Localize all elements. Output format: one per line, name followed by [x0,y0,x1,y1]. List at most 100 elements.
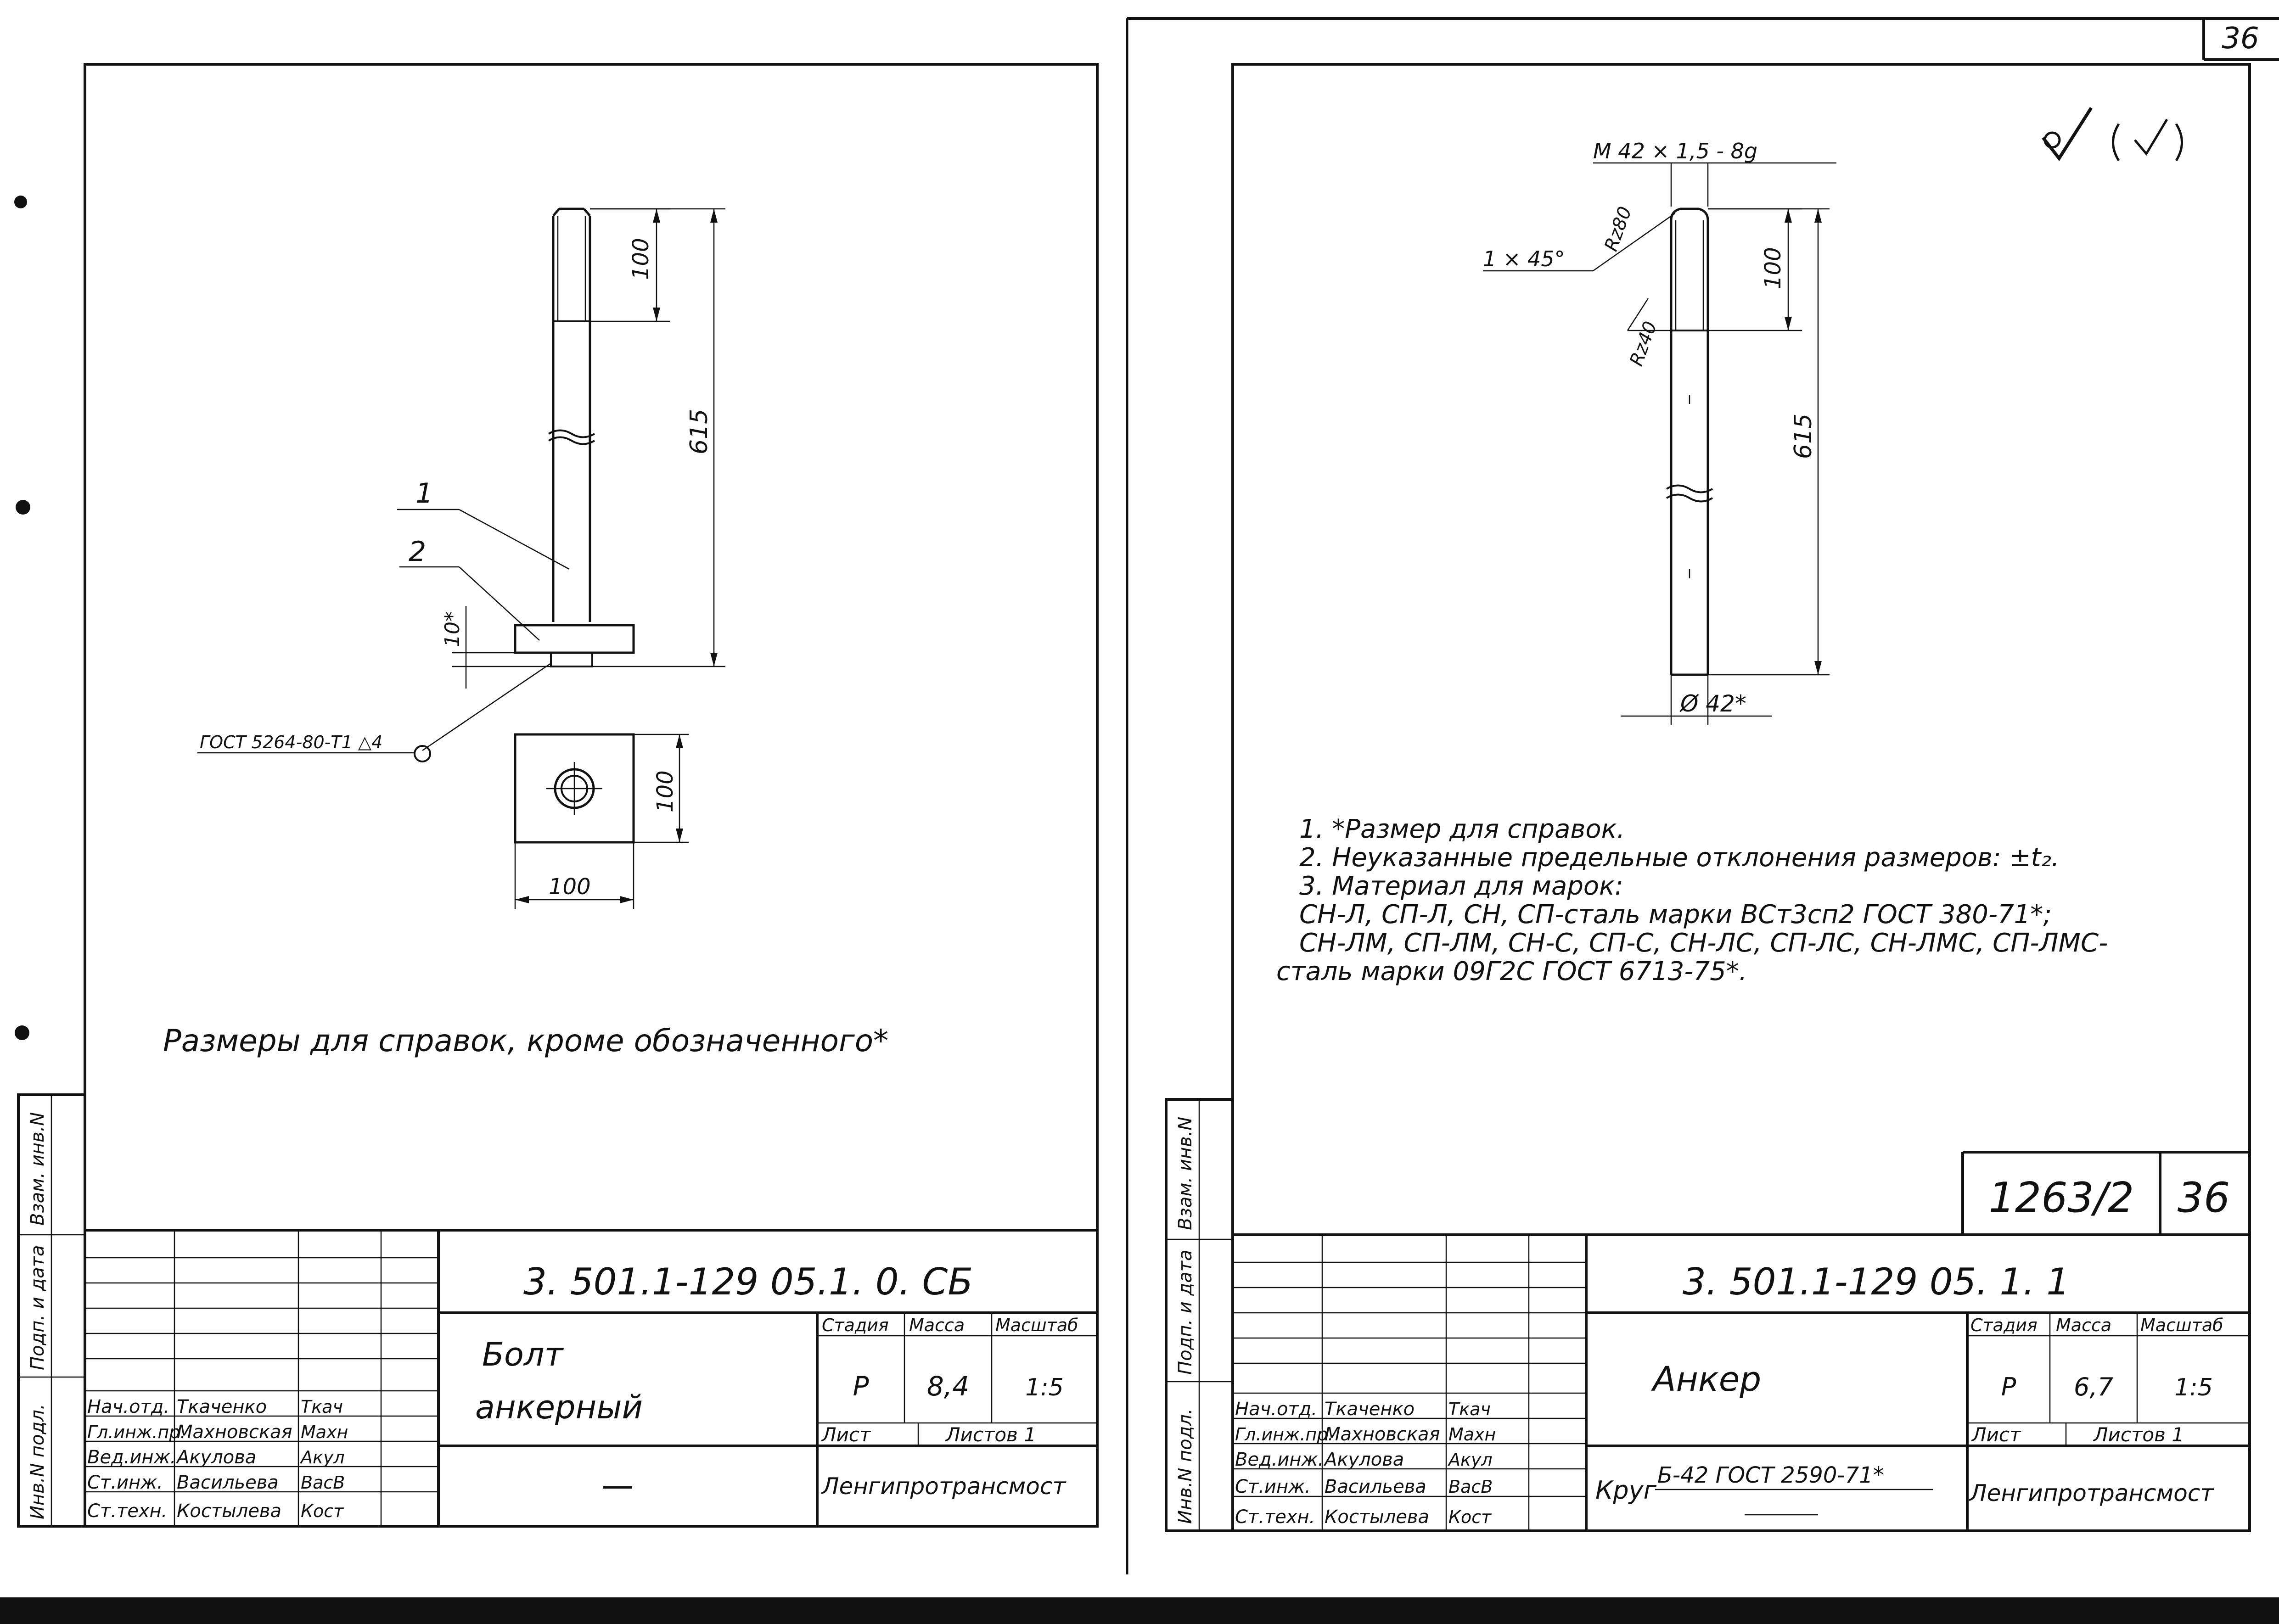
right-stage: Р [2001,1372,2016,1401]
left-h-mass: Масса [909,1315,965,1335]
side-inv-podl: Инв.N подл. [27,1404,48,1519]
note-3: 3. Материал для марок: [1299,871,1623,901]
dim-length-615: 615 [685,409,713,454]
left-title-block: 3. 501.1-129 05.1. 0. СБ Болт анкерный —… [85,1229,1097,1527]
right-sheets-label: Листов 1 [2093,1423,2184,1446]
left-name-2: Акулова [175,1447,256,1468]
left-doc-code: 3. 501.1-129 05.1. 0. СБ [523,1260,973,1303]
note-4: СН-Л, СП-Л, СН, СП-сталь марки ВСт3сп2 Г… [1299,900,2052,930]
technical-notes: 1. *Размер для справок. 2. Неуказанные п… [1276,814,2108,986]
right-role-4: Ст.техн. [1235,1506,1315,1528]
thread-spec: М 42 × 1,5 - 8g [1593,139,1757,163]
right-org: Ленгипротрансмост [1969,1480,2214,1506]
left-role-4: Ст.техн. [87,1501,167,1522]
left-mass: 8,4 [927,1371,969,1402]
left-name-4: Костылева [177,1501,281,1522]
left-note: Размеры для справок, кроме обозначенного… [163,1023,888,1058]
right-name-4: Костылева [1325,1506,1429,1528]
left-sign-3: ВасВ [301,1473,345,1493]
anchor-drawing: М 42 × 1,5 - 8g 1 × 45° Rz80 Rz40 100 61… [1483,139,1836,725]
dim-thread-100: 100 [1760,247,1786,289]
right-sign-4: Кост [1448,1507,1492,1527]
dim-diameter: Ø 42* [1679,690,1746,717]
left-sign-4: Кост [301,1501,344,1521]
right-title: Анкер [1651,1360,1761,1399]
page-number: 36 [2222,22,2259,56]
left-material: — [601,1467,634,1504]
left-name-3: Васильева [177,1472,279,1493]
right-h-scale: Масштаб [2140,1315,2223,1335]
side-vzam-inv: Взам. инв.N [1175,1117,1196,1230]
left-sign-0: Ткач [301,1397,343,1417]
right-sign-2: Акул [1447,1450,1493,1470]
position-1: 1 [415,477,433,510]
left-scale: 1:5 [1025,1374,1064,1401]
note-1: 1. *Размер для справок. [1299,814,1625,844]
binding-holes [14,196,30,1040]
page-number-box: 36 [1127,17,2279,61]
left-side-strip: Взам. инв.N Подп. и дата Инв.N подл. [17,1093,86,1528]
roughness-text: √ (√) [2277,8,2279,10]
roughness-rz40: Rz40 [1626,319,1661,369]
side-podp-data: Подп. и дата [1175,1250,1196,1375]
box-num: 36 [2178,1174,2230,1222]
right-name-2: Акулова [1323,1449,1404,1470]
right-role-0: Нач.отд. [1235,1399,1317,1420]
left-name-0: Ткаченко [177,1396,267,1417]
left-sign-1: Махн [301,1422,348,1442]
right-sign-0: Ткач [1448,1399,1491,1419]
right-doc-code: 3. 501.1-129 05. 1. 1 [1683,1260,2070,1303]
left-title-l1: Болт [482,1336,564,1373]
side-vzam-inv: Взам. инв.N [27,1112,48,1226]
side-inv-podl: Инв.N подл. [1175,1408,1196,1524]
left-sign-2: Акул [299,1447,345,1467]
roughness-mark: √ (√) [2042,8,2279,162]
note-2: 2. Неуказанные предельные отклонения раз… [1299,843,2060,873]
right-role-3: Ст.инж. [1235,1476,1311,1497]
right-title-block: 1263/2 36 3. 501.1-129 0 [1233,1151,2250,1531]
left-sheet: Взам. инв.N Подп. и дата Инв.N подл. [17,63,1099,1528]
scan-bottom-band [0,1597,2279,1624]
left-role-1: Гл.инж.пр. [87,1422,185,1442]
left-org: Ленгипротрансмост [821,1473,1067,1500]
dim-plate-h: 100 [652,770,678,812]
chamfer: 1 × 45° [1483,246,1565,271]
right-sheet-label: Лист [1971,1423,2021,1446]
left-sheets-label: Листов 1 [945,1423,1036,1446]
dim-plate-w: 100 [549,874,591,900]
right-name-1: Махновская [1325,1424,1440,1445]
position-2: 2 [409,536,426,568]
left-frame [84,63,1099,1528]
right-h-mass: Масса [2056,1315,2111,1335]
left-sheet-label: Лист [821,1423,871,1446]
right-name-3: Васильева [1325,1476,1426,1497]
right-scale: 1:5 [2174,1374,2213,1401]
right-side-strip: Взам. инв.N Подп. и дата Инв.N подл. [1165,1098,1234,1532]
left-stage: Р [853,1371,869,1402]
side-podp-data: Подп. и дата [27,1245,48,1370]
right-material-prefix: Круг [1595,1476,1657,1505]
right-h-stage: Стадия [1970,1315,2038,1335]
bolt-drawing: 100 615 10* 1 2 ГОСТ 5264-80-Т1 △4 [197,207,725,909]
left-title-l2: анкерный [475,1389,643,1426]
right-name-0: Ткаченко [1325,1399,1415,1420]
right-sign-1: Махн [1448,1424,1496,1445]
right-mass: 6,7 [2074,1372,2113,1401]
left-role-2: Вед.инж. [87,1447,176,1468]
right-material: Б-42 ГОСТ 2590-71* [1657,1462,1884,1488]
right-role-1: Гл.инж.пр. [1235,1424,1333,1445]
left-name-1: Махновская [177,1422,292,1443]
left-h-scale: Масштаб [995,1315,1078,1335]
dim-length-615: 615 [1790,414,1817,459]
box-code: 1263/2 [1989,1174,2134,1222]
left-role-0: Нач.отд. [87,1396,169,1417]
dim-plate-10: 10* [441,611,464,647]
right-sign-3: ВасВ [1448,1477,1493,1497]
right-sheet: Взам. инв.N Подп. и дата Инв.N подл. √ (… [1165,8,2279,1532]
note-5: СН-ЛМ, СП-ЛМ, СН-С, СП-С, СН-ЛС, СП-ЛС, … [1299,928,2108,958]
left-role-3: Ст.инж. [87,1472,163,1493]
note-6: сталь марки 09Г2С ГОСТ 6713-75*. [1276,957,1747,986]
right-role-2: Вед.инж. [1235,1449,1324,1470]
dim-thread-100: 100 [628,238,654,280]
